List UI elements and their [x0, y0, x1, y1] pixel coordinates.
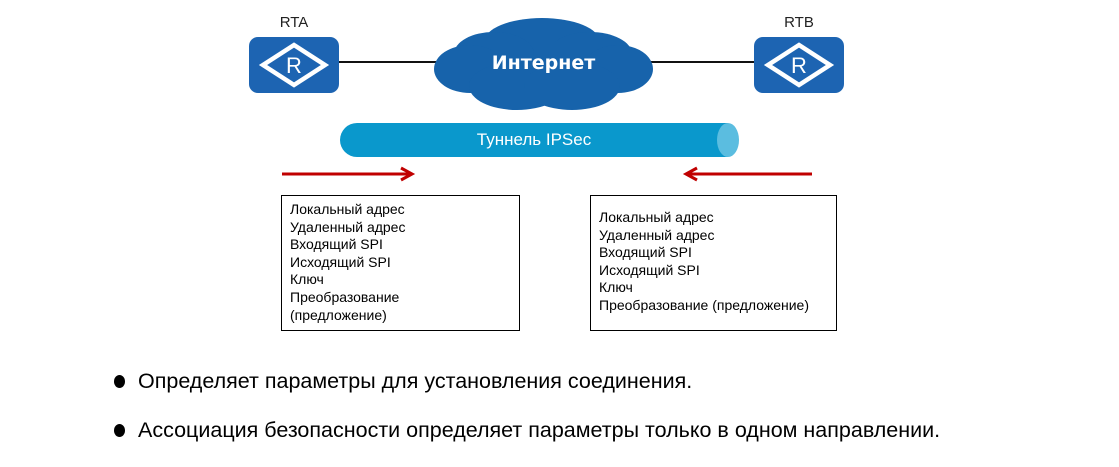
sa-param-key: Ключ — [599, 279, 633, 296]
sa-param-key: Ключ — [290, 271, 324, 288]
bullet-item: Определяет параметры для установления со… — [114, 369, 692, 394]
tunnel-end-cap — [717, 123, 739, 157]
link-cloud-rtb — [650, 61, 756, 63]
sa-param-local-address: Локальный адрес — [290, 201, 405, 217]
svg-text:R: R — [791, 53, 807, 78]
bullet-text: Ассоциация безопасности определяет парам… — [138, 418, 941, 442]
sa-param-outbound-spi: Исходящий SPI — [290, 253, 391, 270]
router-label-rta: RTA — [279, 14, 309, 31]
sa-param-transform-proposal: Преобразование (предложение) — [599, 296, 809, 313]
router-rta: R — [249, 37, 339, 93]
ipsec-tunnel: Туннель IPSec — [340, 123, 728, 157]
sa-param-local-address: Локальный адрес — [599, 209, 714, 225]
sa-param-transform: Преобразование — [290, 288, 400, 305]
router-label-rtb: RTB — [784, 14, 814, 31]
sa-param-remote-address: Удаленный адрес — [290, 218, 406, 235]
tunnel-label: Туннель IPSec — [476, 130, 592, 149]
internet-cloud: Интернет — [432, 14, 655, 112]
sa-parameters-box-rtb: Локальный адрес Удаленный адрес Входящий… — [590, 195, 837, 331]
cloud-icon — [434, 18, 653, 110]
sa-param-remote-address: Удаленный адрес — [599, 226, 715, 243]
router-icon: R — [258, 42, 330, 88]
link-rta-cloud — [338, 61, 438, 63]
svg-text:R: R — [286, 53, 302, 78]
sa-param-transform-proposal: (предложение) — [290, 306, 387, 323]
arrow-left — [682, 166, 812, 182]
cloud-label: Интернет — [491, 52, 596, 74]
bullet-dot-icon — [114, 424, 125, 437]
sa-param-inbound-spi: Входящий SPI — [290, 236, 383, 253]
bullet-item: Ассоциация безопасности определяет парам… — [114, 418, 940, 443]
bullet-dot-icon — [114, 375, 125, 388]
router-icon: R — [763, 42, 835, 88]
router-rtb: R — [754, 37, 844, 93]
bullet-text: Определяет параметры для установления со… — [138, 369, 693, 393]
sa-param-outbound-spi: Исходящий SPI — [599, 261, 700, 278]
arrow-right — [282, 166, 416, 182]
sa-param-inbound-spi: Входящий SPI — [599, 244, 692, 261]
sa-parameters-box-rta: Локальный адрес Удаленный адрес Входящий… — [281, 195, 520, 331]
